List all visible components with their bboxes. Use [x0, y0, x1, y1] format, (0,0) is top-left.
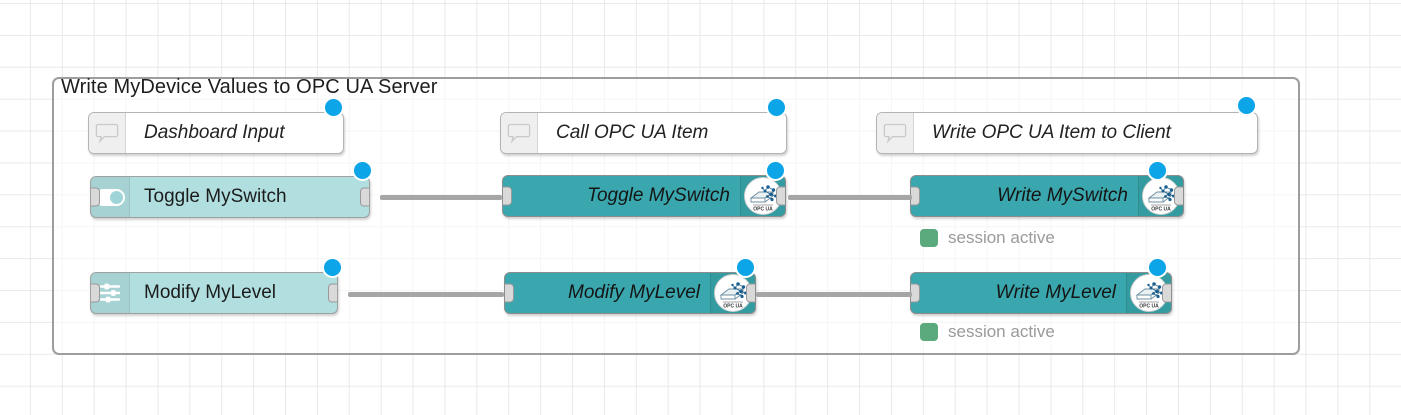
comment-node-dashboard-input[interactable]: Dashboard Input: [88, 112, 344, 154]
selection-handle-modify-mylevel-opcua[interactable]: [735, 257, 756, 278]
node-label: Toggle MySwitch: [587, 185, 730, 206]
wire-toggle-opcua-to-write: [788, 195, 912, 200]
node-input-port[interactable]: [91, 187, 100, 207]
svg-text:OPC UA: OPC UA: [1151, 207, 1171, 213]
status-text: session active: [948, 228, 1055, 247]
comment-label: Call OPC UA Item: [556, 122, 709, 143]
comment-bubble-icon: [89, 113, 126, 153]
node-output-port[interactable]: [1174, 186, 1183, 206]
selection-handle-comment-write-opc-ua-item-to-client[interactable]: [1236, 95, 1257, 116]
node-output-port[interactable]: [360, 187, 369, 207]
node-output-port[interactable]: [1162, 283, 1171, 303]
sliders-icon: [91, 273, 130, 313]
node-output-port[interactable]: [746, 283, 755, 303]
selection-handle-comment-dashboard-input[interactable]: [323, 97, 344, 118]
status-write-mylevel: session active: [920, 322, 1055, 342]
node-write-myswitch-opcua[interactable]: Write MySwitch: [910, 175, 1184, 217]
node-toggle-myswitch-dashboard[interactable]: Toggle MySwitch: [90, 176, 370, 218]
node-output-port[interactable]: [328, 283, 337, 303]
node-label: Write MyLevel: [995, 282, 1116, 303]
node-input-port[interactable]: [91, 283, 100, 303]
node-output-port[interactable]: [776, 186, 785, 206]
comment-label: Write OPC UA Item to Client: [932, 122, 1171, 143]
selection-handle-comment-call-opc-ua-item[interactable]: [766, 97, 787, 118]
svg-text:OPC UA: OPC UA: [723, 304, 743, 310]
comment-node-call-opc-ua-item[interactable]: Call OPC UA Item: [500, 112, 787, 154]
selection-handle-modify-mylevel-dashboard[interactable]: [322, 257, 343, 278]
node-input-port[interactable]: [911, 283, 920, 303]
node-label: Write MySwitch: [997, 185, 1128, 206]
status-indicator-dot: [920, 229, 938, 247]
status-indicator-dot: [920, 323, 938, 341]
status-write-myswitch: session active: [920, 228, 1055, 248]
node-label: Toggle MySwitch: [144, 186, 287, 207]
node-modify-mylevel-opcua[interactable]: Modify MyLevel: [504, 272, 756, 314]
selection-handle-write-myswitch-opcua[interactable]: [1147, 160, 1168, 181]
wire-level-opcua-to-write: [756, 292, 912, 297]
node-input-port[interactable]: [505, 283, 514, 303]
selection-handle-write-mylevel-opcua[interactable]: [1147, 257, 1168, 278]
node-label: Modify MyLevel: [144, 282, 276, 303]
flow-group-title: Write MyDevice Values to OPC UA Server: [61, 76, 438, 98]
comment-node-write-opc-ua-item-to-client[interactable]: Write OPC UA Item to Client: [876, 112, 1258, 154]
node-write-mylevel-opcua[interactable]: Write MyLevel: [910, 272, 1172, 314]
node-label: Modify MyLevel: [568, 282, 700, 303]
svg-text:OPC UA: OPC UA: [1139, 304, 1159, 310]
node-modify-mylevel-dashboard[interactable]: Modify MyLevel: [90, 272, 338, 314]
toggle-switch-icon: [91, 177, 130, 217]
node-input-port[interactable]: [503, 186, 512, 206]
svg-text:OPC UA: OPC UA: [753, 207, 773, 213]
node-toggle-myswitch-opcua[interactable]: Toggle MySwitch: [502, 175, 786, 217]
comment-label: Dashboard Input: [144, 122, 285, 143]
wire-toggle-dash-to-opcua: [380, 195, 502, 200]
comment-bubble-icon: [501, 113, 538, 153]
status-text: session active: [948, 322, 1055, 341]
selection-handle-toggle-myswitch-opcua[interactable]: [765, 160, 786, 181]
wire-level-dash-to-opcua: [348, 292, 504, 297]
comment-bubble-icon: [877, 113, 914, 153]
selection-handle-toggle-myswitch-dashboard[interactable]: [352, 160, 373, 181]
node-input-port[interactable]: [911, 186, 920, 206]
